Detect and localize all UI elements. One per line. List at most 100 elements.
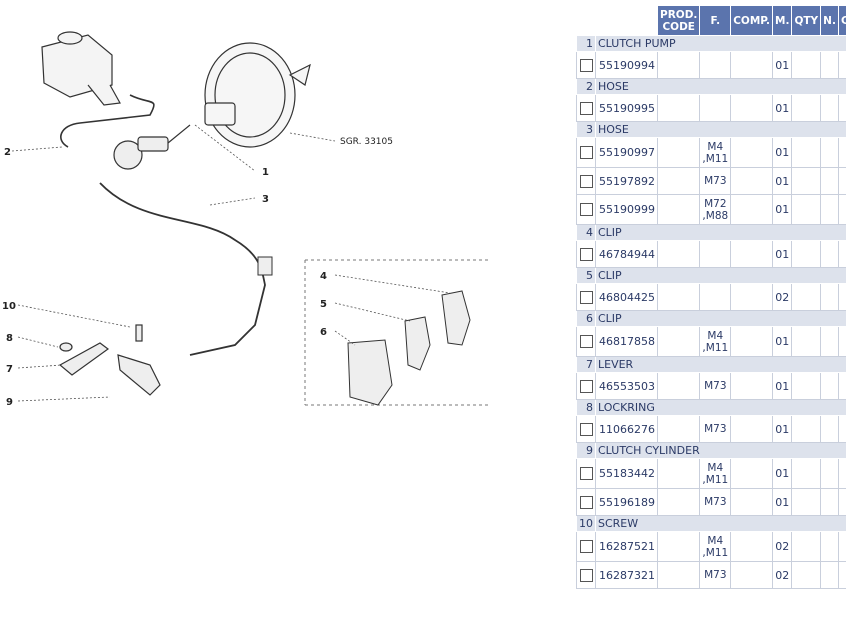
- comp-cell: [699, 94, 732, 122]
- prod-code: 16287521: [595, 531, 658, 562]
- group-name: SCREW: [595, 515, 846, 532]
- n-cell: [791, 531, 822, 562]
- comp-cell: M73: [699, 372, 732, 400]
- row-checkbox-cell: [576, 167, 596, 195]
- r-cell: [837, 167, 846, 195]
- prod-code: 46804425: [595, 283, 658, 311]
- n-cell: [791, 326, 822, 357]
- qty-cell: 01: [772, 372, 793, 400]
- reservoir-drawing: [41, 31, 121, 106]
- select-checkbox[interactable]: [579, 540, 593, 554]
- row-checkbox-cell: [576, 561, 596, 589]
- row-checkbox-cell: [576, 94, 596, 122]
- r-cell: [837, 415, 846, 443]
- header-m: M.: [772, 5, 793, 36]
- select-checkbox[interactable]: [579, 290, 593, 304]
- qty-cell: 01: [772, 415, 793, 443]
- hose-3-drawing: [99, 182, 266, 356]
- group-number: 10: [576, 515, 596, 532]
- header-n: N.: [820, 5, 839, 36]
- c-cell: [820, 531, 839, 562]
- prod-code: 55190997: [595, 137, 658, 168]
- m-cell: [730, 415, 774, 443]
- callout-8: 8: [6, 333, 13, 344]
- select-checkbox[interactable]: [579, 101, 593, 115]
- f-cell: [656, 458, 701, 489]
- f-cell: [656, 415, 701, 443]
- select-checkbox[interactable]: [579, 58, 593, 72]
- prod-code: 46817858: [595, 326, 658, 357]
- c-cell: [820, 167, 839, 195]
- comp-cell: M4 ,M11: [699, 326, 732, 357]
- comp-cell: [699, 51, 732, 79]
- prod-code: 55190999: [595, 194, 658, 225]
- qty-cell: 01: [772, 51, 793, 79]
- select-checkbox[interactable]: [579, 335, 593, 349]
- m-cell: [730, 94, 774, 122]
- n-cell: [791, 561, 822, 589]
- qty-cell: 01: [772, 240, 793, 268]
- callout-9: 9: [6, 397, 13, 408]
- select-checkbox[interactable]: [579, 174, 593, 188]
- m-cell: [730, 51, 774, 79]
- r-cell: [837, 240, 846, 268]
- row-checkbox-cell: [576, 137, 596, 168]
- c-cell: [820, 194, 839, 225]
- group-name: HOSE: [595, 78, 846, 95]
- group-name: CLUTCH CYLINDER: [595, 442, 846, 459]
- select-checkbox[interactable]: [579, 422, 593, 436]
- prod-code: 55183442: [595, 458, 658, 489]
- c-cell: [820, 137, 839, 168]
- qty-cell: 01: [772, 488, 793, 516]
- row-checkbox-cell: [576, 51, 596, 79]
- n-cell: [791, 137, 822, 168]
- m-cell: [730, 167, 774, 195]
- prod-code: 55190994: [595, 51, 658, 79]
- exploded-parts-diagram: 2 1 3 4 5 6 10 8 7 9 SGR. 33105: [0, 25, 492, 415]
- slave-cylinder-group-drawing: [58, 324, 161, 396]
- select-checkbox[interactable]: [579, 495, 593, 509]
- n-cell: [791, 167, 822, 195]
- header-comp: COMP.: [730, 5, 774, 36]
- clutch-pump-drawing: [113, 124, 191, 170]
- c-cell: [820, 458, 839, 489]
- comp-cell: M73: [699, 415, 732, 443]
- comp-cell: M73: [699, 167, 732, 195]
- select-checkbox[interactable]: [579, 146, 593, 160]
- c-cell: [820, 51, 839, 79]
- group-name: CLIP: [595, 310, 846, 327]
- hose-2-drawing: [60, 94, 155, 148]
- group-number: 6: [576, 310, 596, 327]
- select-checkbox[interactable]: [579, 203, 593, 217]
- brake-booster-drawing: [204, 42, 311, 148]
- r-cell: [837, 283, 846, 311]
- select-checkbox[interactable]: [579, 379, 593, 393]
- c-cell: [820, 415, 839, 443]
- comp-cell: M4 ,M11: [699, 531, 732, 562]
- m-cell: [730, 194, 774, 225]
- r-cell: [837, 94, 846, 122]
- row-checkbox-cell: [576, 194, 596, 225]
- n-cell: [791, 240, 822, 268]
- select-checkbox[interactable]: [579, 568, 593, 582]
- callout-7: 7: [6, 364, 13, 375]
- qty-cell: 01: [772, 458, 793, 489]
- group-number: 3: [576, 121, 596, 138]
- select-checkbox[interactable]: [579, 467, 593, 481]
- select-checkbox[interactable]: [579, 247, 593, 261]
- group-number: 5: [576, 267, 596, 284]
- group-name: CLIP: [595, 224, 846, 241]
- r-cell: [837, 372, 846, 400]
- group-name: HOSE: [595, 121, 846, 138]
